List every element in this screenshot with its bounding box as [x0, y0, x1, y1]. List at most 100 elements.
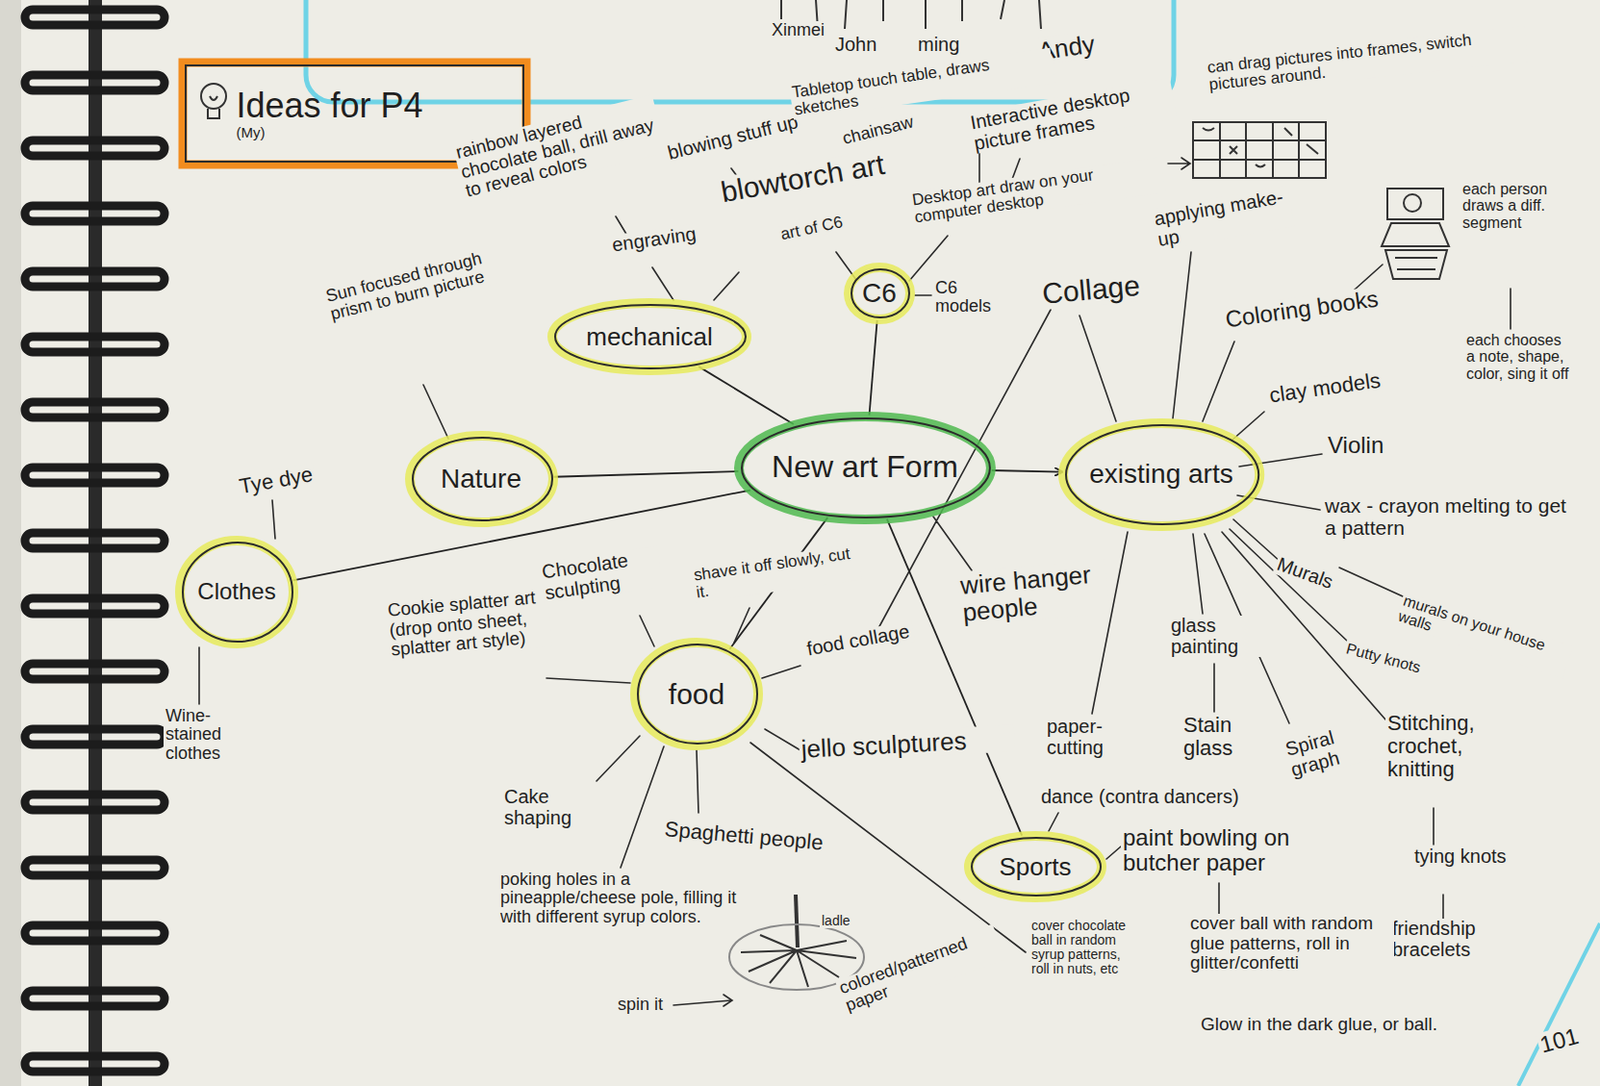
idea-note: Violin — [1325, 432, 1386, 458]
frame-grid-sketch — [1193, 122, 1326, 178]
node-label: mechanical — [585, 323, 713, 352]
highlighter-ring — [1063, 423, 1260, 527]
idea-note: poking holes in a pineapple/cheese pole,… — [498, 870, 762, 927]
highlighter-ring — [409, 435, 554, 523]
node-subtext: (My) — [236, 125, 266, 142]
idea-note: ladle — [819, 914, 853, 929]
page-edge — [0, 0, 22, 1086]
idea-note: blowtorch art — [716, 148, 889, 208]
idea-note: Spiral graph — [1281, 714, 1390, 782]
idea-note: Stain glass — [1181, 713, 1282, 761]
node-content: existing arts — [1058, 418, 1265, 532]
node-content: C6 — [843, 262, 915, 325]
ink-ring — [851, 269, 910, 318]
idea-note: Chocolate sculpting — [538, 546, 663, 605]
ink-ring — [637, 644, 758, 744]
idea-note: wax - crayon melting to get a pattern — [1322, 495, 1577, 539]
idea-note: dance (contra dancers) — [1039, 787, 1242, 809]
idea-note: cover chocolate ball in random syrup pat… — [1029, 918, 1140, 977]
topic-circle: food — [630, 637, 763, 751]
highlighter-ring — [634, 642, 759, 746]
branch-line — [991, 470, 1063, 473]
ink-ring — [412, 437, 553, 521]
idea-note: tying knots — [1412, 846, 1513, 868]
highlighter-ring — [968, 836, 1102, 898]
node-content: New art Form — [734, 411, 996, 525]
idea-note: Tye dye — [235, 462, 317, 499]
idea-note: Wine-stained clothes — [163, 707, 254, 763]
topic-circle: mechanical — [547, 298, 752, 376]
idea-note: Sun focused through prism to burn pictur… — [322, 247, 499, 326]
branch-line — [293, 490, 751, 582]
idea-note: spin it — [615, 995, 665, 1015]
highlighter-ring — [179, 540, 294, 644]
highlighter-ring — [552, 303, 747, 371]
lightbulb-icon — [201, 83, 227, 119]
node-label: New art Form — [771, 450, 959, 484]
idea-note: paper-cutting — [1044, 716, 1155, 759]
idea-note: art of C6 — [777, 213, 847, 245]
idea-note: Desktop art draw on your computer deskto… — [909, 156, 1167, 228]
idea-note: paint bowling on butcher paper — [1120, 825, 1356, 876]
topic-circle: Sports — [964, 831, 1107, 903]
topic-circle: Clothes — [175, 535, 299, 649]
branch-line — [869, 320, 878, 416]
node-label: Nature — [440, 464, 522, 495]
branch-line — [887, 519, 1022, 837]
highlighter-ring — [738, 416, 991, 520]
node-label: C6 — [862, 279, 897, 309]
idea-note: 101 — [1535, 1023, 1583, 1059]
idea-note: ming — [915, 34, 962, 56]
idea-note: Collage — [1039, 270, 1143, 310]
idea-note: each person draws a diff. segment — [1460, 180, 1571, 231]
idea-note: jello sculptures — [798, 724, 1016, 763]
ink-ring — [971, 838, 1101, 896]
idea-note: wire hanger people — [957, 559, 1110, 627]
ink-ring — [1066, 425, 1259, 525]
idea-note: chainsaw — [838, 112, 917, 150]
node-label: Ideas for P4 — [236, 86, 424, 126]
idea-note: cover ball with random glue patterns, ro… — [1188, 914, 1395, 974]
central-topic: New art Form — [734, 411, 996, 525]
idea-note: glass painting — [1168, 615, 1279, 658]
idea-note: clay models — [1266, 368, 1384, 407]
idea-note: applying make-up — [1150, 185, 1295, 252]
idea-note: John — [833, 34, 879, 56]
spiral-rings — [25, 9, 165, 1072]
idea-note: Murals — [1272, 553, 1339, 594]
idea-note: rainbow layered chocolate ball, drill aw… — [452, 94, 667, 202]
leader-lines — [199, 125, 1511, 1007]
node-content: food — [630, 637, 763, 751]
highlighter-ring — [848, 267, 911, 320]
idea-note: Coloring books — [1221, 285, 1382, 332]
branch-line — [698, 366, 794, 425]
node-label: Sports — [998, 853, 1071, 882]
ink-ring — [741, 418, 991, 518]
idea-note: can drag pictures into frames, switch pi… — [1204, 25, 1528, 95]
node-content: mechanical — [547, 298, 752, 376]
idea-note: Spaghetti people — [661, 817, 827, 855]
ink-ring — [555, 304, 746, 369]
idea-note: Cake shaping — [502, 787, 603, 829]
node-content: Clothes — [175, 535, 299, 649]
segment-figure-sketch — [1381, 188, 1449, 280]
idea-note: Xinmei — [769, 21, 827, 40]
idea-note: Stitching, crochet, knitting — [1385, 711, 1534, 781]
topic-circle: Nature — [405, 431, 559, 528]
topic-circle: existing arts — [1058, 418, 1265, 532]
idea-note: friendship bracelets — [1390, 918, 1549, 961]
idea-note: shave it off slowly, cut it. — [690, 544, 862, 604]
node-content: Sports — [964, 831, 1107, 903]
idea-note: each chooses a note, shape, color, sing … — [1464, 331, 1575, 382]
node-label: existing arts — [1089, 459, 1233, 490]
node-label: Clothes — [197, 579, 276, 605]
idea-note: C6 models — [933, 279, 1015, 317]
idea-note: Putty knots — [1343, 639, 1425, 677]
idea-note: blowing stuff up — [663, 110, 803, 164]
topic-circle: C6 — [843, 262, 915, 325]
idea-note: food collage — [803, 620, 915, 661]
node-label: food — [668, 678, 725, 711]
node-content: Nature — [405, 431, 559, 528]
idea-note: Glow in the dark glue, or ball. — [1198, 1015, 1482, 1036]
